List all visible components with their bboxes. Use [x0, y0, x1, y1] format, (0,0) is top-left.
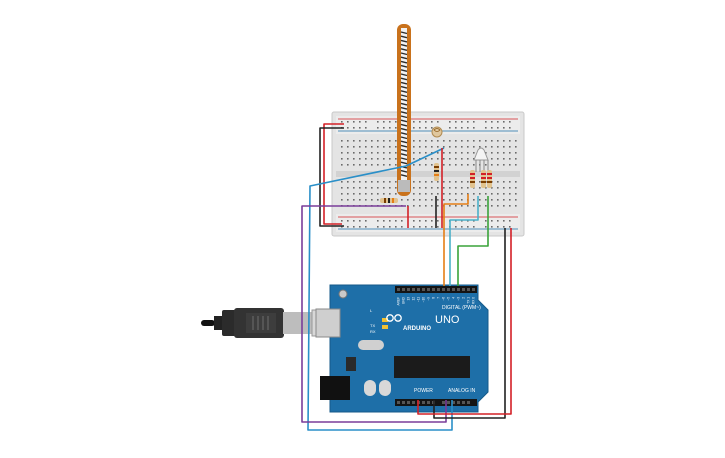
flex-sensor [397, 24, 411, 196]
power-jack [320, 376, 350, 400]
pin-label: 12 [412, 297, 416, 301]
pin-label: ~3 [457, 297, 461, 301]
pin-label: ~11 [417, 297, 421, 302]
wire-blue-analog [307, 147, 453, 431]
pin-label: RX 0 [472, 297, 476, 304]
power-analog-header [395, 399, 477, 406]
resistor-1 [434, 163, 439, 181]
rx-label: RX [370, 329, 376, 334]
resistor-3 [481, 170, 486, 188]
pin-label: ~6 [442, 297, 446, 301]
breadboard [331, 111, 525, 237]
wire-green-pin [457, 196, 489, 286]
usb-port [315, 308, 341, 338]
wire-black-rail-left [319, 127, 344, 227]
resistor-5 [380, 198, 398, 203]
digital-header [395, 286, 477, 293]
pin-label: ~10 [422, 297, 426, 303]
pin-label: ~5 [447, 297, 451, 301]
pin-label: TX 1 [467, 297, 471, 304]
pin-label: 13 [407, 297, 411, 301]
brand-label: ARDUINO [403, 326, 431, 332]
analog-header-label: ANALOG IN [448, 388, 476, 394]
resistor-2 [470, 170, 475, 188]
arduino-logo-icon [386, 314, 402, 322]
tx-label: TX [370, 323, 375, 328]
digital-header-label: DIGITAL (PWM~) [442, 305, 481, 311]
power-header-label: POWER [414, 388, 433, 394]
pin-label: 7 [437, 297, 441, 299]
microcontroller-chip [394, 356, 470, 378]
reset-button[interactable] [338, 289, 348, 299]
wire-orange-pin [443, 194, 469, 286]
pin-label: 4 [452, 297, 456, 299]
pin-label: ~9 [427, 297, 431, 301]
wire-red-rail-left [323, 123, 344, 225]
wires [301, 123, 512, 431]
wire-red-5v [417, 228, 512, 415]
l-label: L [370, 308, 373, 313]
wire-teal-pin [449, 196, 479, 286]
pin-label: 8 [432, 297, 436, 299]
photoresistor [431, 126, 443, 138]
model-label: UNO [435, 314, 460, 326]
pin-label: AREF [397, 297, 401, 306]
pin-label: 2 [462, 297, 466, 299]
pin-label: GND [402, 296, 406, 304]
resistor-4 [487, 170, 492, 188]
wire-black-gnd [433, 228, 506, 419]
